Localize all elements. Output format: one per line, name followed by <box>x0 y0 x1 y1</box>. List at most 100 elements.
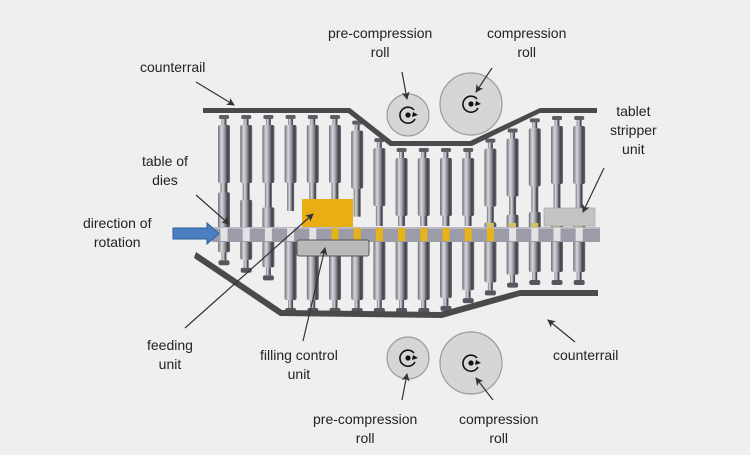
label-filling-control-unit: filling control unit <box>260 347 338 382</box>
rotation-arrow-icon <box>412 112 418 117</box>
upper-punch-tip <box>464 216 472 226</box>
direction-of-rotation-arrow-icon <box>172 221 220 246</box>
lower-punch-body <box>284 240 297 300</box>
lower-punch-neck <box>310 300 316 308</box>
label-tablet-stripper-unit: tablet stripper unit <box>610 103 657 157</box>
lower-punch <box>395 235 408 313</box>
upper-punch <box>484 138 497 226</box>
upper-punch-tip <box>553 184 561 212</box>
upper-punch-head <box>529 118 540 123</box>
ejected-tablet <box>486 223 494 227</box>
label-compression-roll-top: compression roll <box>487 25 567 60</box>
compression-roll-bottom-axle <box>468 360 474 366</box>
upper-punch-head <box>241 115 252 119</box>
compression-roll-top-leader <box>475 67 493 93</box>
die-fill-material <box>375 228 383 241</box>
upper-punch-neck <box>532 122 538 129</box>
lower-punch-neck <box>576 272 582 280</box>
lower-punch-neck <box>465 290 471 299</box>
upper-punch-head <box>552 116 562 120</box>
upper-punch-neck <box>332 119 338 125</box>
tablet-stripper-unit <box>543 207 596 227</box>
upper-punch-tip <box>420 216 428 226</box>
compression-roll-bottom <box>439 331 503 395</box>
label-feeding-unit: feeding unit <box>147 337 193 372</box>
upper-punch-tip <box>309 183 317 211</box>
lower-punch-foot <box>484 290 496 296</box>
upper-punch-body <box>351 130 364 189</box>
die-bore <box>309 228 317 241</box>
upper-punch <box>329 115 341 211</box>
upper-punch <box>240 115 253 211</box>
feeding-unit-leader <box>184 213 314 329</box>
label-compression-roll-bottom: compression roll <box>459 411 539 446</box>
die-bore <box>264 228 272 241</box>
die-table <box>212 227 600 242</box>
upper-punch <box>506 128 519 225</box>
upper-punch <box>373 138 386 226</box>
upper-punch-body <box>440 158 452 216</box>
lower-punch-neck <box>288 300 294 308</box>
die-bore <box>220 228 228 241</box>
upper-punch-head <box>418 148 429 152</box>
counterrail-top-leader <box>195 81 235 106</box>
lower-punch-foot <box>218 260 230 266</box>
label-pre-compression-roll-bottom: pre-compression roll <box>313 411 418 446</box>
lower-punch-neck <box>443 297 449 306</box>
upper-punch-tip <box>331 183 339 211</box>
upper-punch-body <box>462 158 475 216</box>
feeding-unit <box>302 199 353 227</box>
counterrails <box>194 108 598 318</box>
upper-punch-tip <box>575 184 583 212</box>
lower-punch <box>528 212 541 285</box>
upper-punch-neck <box>443 152 449 158</box>
upper-punch-neck <box>465 152 471 158</box>
lower-punch-body <box>218 192 230 253</box>
die-bore <box>575 228 583 241</box>
rotation-icon <box>399 106 416 125</box>
lower-punch-neck <box>221 252 227 261</box>
upper-punch-head <box>507 128 518 133</box>
die-fill-material <box>353 228 361 241</box>
lower-punch-body <box>373 240 386 300</box>
upper-punch-tip <box>398 216 406 226</box>
lower-punch-neck <box>510 274 516 283</box>
lower-punch-neck <box>532 272 538 280</box>
upper-punch <box>395 148 408 226</box>
die-bore <box>509 228 517 241</box>
die-bore <box>553 228 561 241</box>
upper-punch <box>462 148 475 226</box>
upper-punch-tip <box>486 206 494 226</box>
lower-punch-foot <box>262 275 274 281</box>
upper-punch <box>551 116 563 212</box>
label-table-of-dies: table of dies <box>142 153 188 188</box>
upper-punch <box>262 115 275 211</box>
upper-punch-head <box>574 116 585 120</box>
upper-punch-neck <box>243 119 249 125</box>
lower-punch-foot <box>462 298 474 304</box>
upper-punch-head <box>330 115 340 119</box>
upper-punch-head <box>285 115 296 119</box>
upper-punch <box>528 118 541 215</box>
lower-punch-body <box>440 237 452 298</box>
lower-punch-foot <box>507 282 519 288</box>
rotation-icon <box>399 349 416 368</box>
lower-punch <box>262 207 275 281</box>
die-fill-material <box>420 228 428 241</box>
upper-punch-head <box>219 115 229 119</box>
upper-punch-tip <box>264 183 272 211</box>
upper-punch-body <box>262 125 275 183</box>
pre-compression-roll-bottom-leader <box>401 373 410 401</box>
compression-roll-top <box>439 72 503 136</box>
upper-punch-neck <box>576 120 582 126</box>
upper-punch <box>440 148 452 226</box>
upper-punch-body <box>506 138 519 197</box>
lower-punch <box>284 235 297 313</box>
upper-punch <box>417 148 430 226</box>
upper-punch-body <box>395 158 408 216</box>
lower-punch-body <box>462 230 475 291</box>
upper-punch-head <box>307 115 318 119</box>
lower-punch-foot <box>551 280 563 285</box>
upper-punch-head <box>263 115 274 119</box>
